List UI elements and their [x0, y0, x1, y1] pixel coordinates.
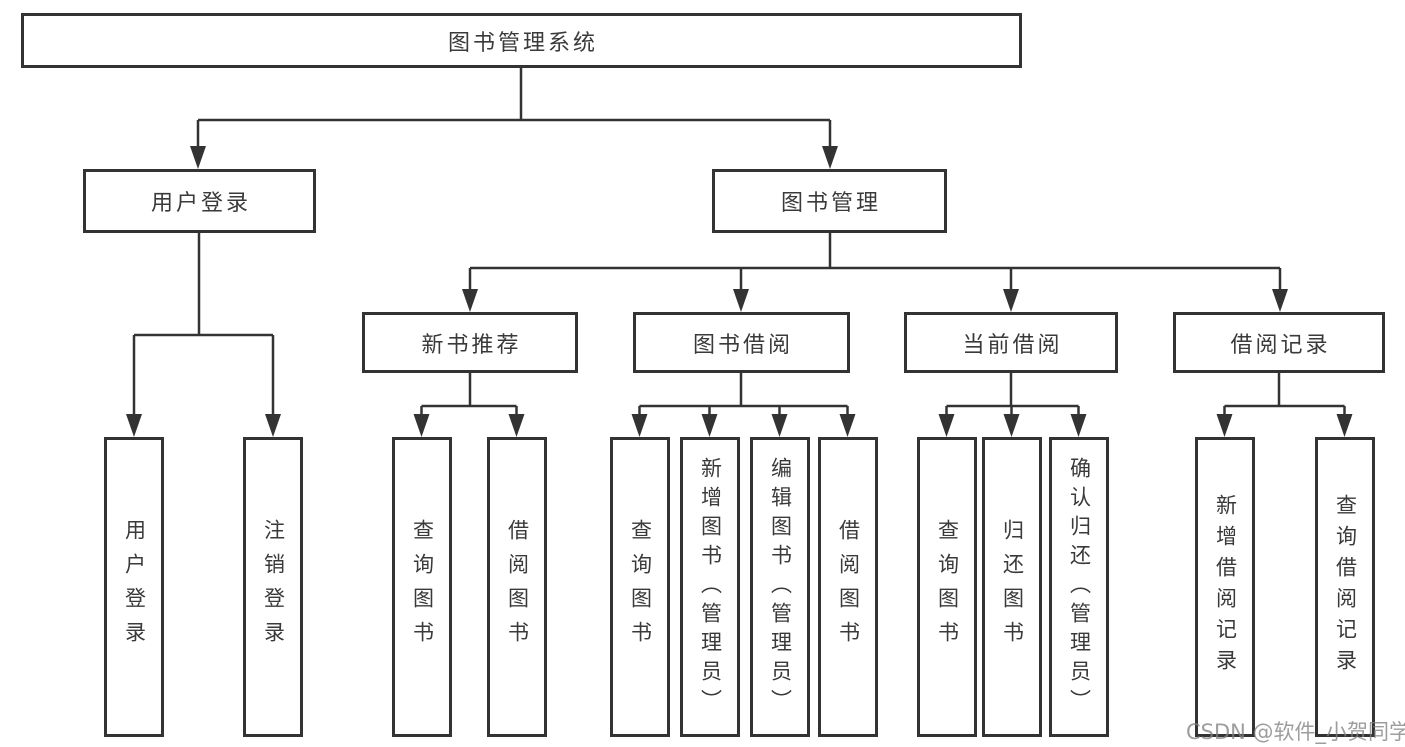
arrowhead-icon [733, 289, 749, 312]
leaf-return-books-label: 归还图书 [1000, 519, 1025, 655]
leaf-confirm-return-admin: 确认归还（管理员） [1049, 437, 1109, 737]
arrowhead-icon [1272, 289, 1288, 312]
node-user-login: 用户登录 [83, 169, 316, 233]
arrowhead-icon [190, 146, 206, 169]
arrowhead-icon [1070, 414, 1087, 437]
node-book-borrow: 图书借阅 [633, 312, 850, 373]
connector-newbooks-to-leaves [420, 373, 518, 416]
arrowhead-icon [1216, 414, 1233, 437]
csdn-watermark: CSDN @软件_小贺同学 [1186, 720, 1405, 744]
leaf-return-books: 归还图书 [982, 437, 1042, 737]
node-new-book-recommend: 新书推荐 [362, 312, 578, 373]
leaf-logout-label: 注销登录 [261, 519, 286, 655]
leaf-borrow-books-label: 借阅图书 [836, 519, 861, 655]
connector-userlogin-to-leaves [132, 233, 275, 416]
leaf-borrow-query-books-label: 查询图书 [628, 519, 653, 655]
node-root-system: 图书管理系统 [21, 13, 1022, 68]
arrowhead-icon [1003, 289, 1019, 312]
leaf-newbooks-query-books: 查询图书 [392, 437, 452, 737]
leaf-borrow-query-books: 查询图书 [610, 437, 670, 737]
arrowhead-icon [1336, 414, 1353, 437]
leaf-add-borrow-record: 新增借阅记录 [1195, 437, 1255, 737]
node-borrow-records-label: 借阅记录 [1230, 332, 1331, 358]
node-current-borrow-label: 当前借阅 [962, 332, 1063, 358]
arrowhead-icon [938, 414, 955, 437]
arrowhead-icon [413, 414, 430, 437]
node-book-management-label: 图书管理 [780, 191, 881, 216]
node-current-borrow: 当前借阅 [904, 312, 1118, 373]
arrowhead-icon [508, 414, 525, 437]
leaf-query-borrow-record: 查询借阅记录 [1315, 437, 1375, 737]
node-user-login-label: 用户登录 [150, 191, 251, 216]
arrowhead-icon [822, 146, 838, 169]
arrowheads [126, 146, 1353, 437]
connector-root-to-level1 [196, 68, 832, 148]
arrowhead-icon [462, 289, 478, 312]
leaf-user-login-label: 用户登录 [122, 519, 147, 655]
leaf-current-query-books-label: 查询图书 [935, 519, 960, 655]
arrowhead-icon [1003, 414, 1020, 437]
leaf-edit-books-admin-label: 编辑图书（管理员） [768, 456, 793, 718]
leaf-user-login: 用户登录 [104, 437, 164, 737]
node-book-borrow-label: 图书借阅 [692, 332, 793, 358]
connector-bookborrow-to-leaves [638, 373, 849, 416]
connector-currentborrow-to-leaves [945, 373, 1080, 416]
arrowhead-icon [839, 414, 856, 437]
node-new-book-recommend-label: 新书推荐 [421, 332, 522, 358]
node-root-label: 图书管理系统 [447, 30, 598, 56]
leaf-confirm-return-admin-label: 确认归还（管理员） [1067, 456, 1092, 718]
arrowhead-icon [265, 414, 281, 437]
leaf-add-books-admin: 新增图书（管理员） [680, 437, 740, 737]
leaf-borrow-books: 借阅图书 [818, 437, 878, 737]
leaf-query-borrow-record-label: 查询借阅记录 [1333, 494, 1358, 680]
leaf-newbooks-query-books-label: 查询图书 [410, 519, 435, 655]
arrowhead-icon [631, 414, 648, 437]
arrowhead-icon [771, 414, 788, 437]
leaf-add-books-admin-label: 新增图书（管理员） [698, 456, 723, 718]
connector-records-to-leaves [1223, 373, 1346, 416]
arrowhead-icon [701, 414, 718, 437]
node-book-management: 图书管理 [712, 169, 947, 233]
leaf-newbooks-borrow-books-label: 借阅图书 [505, 519, 530, 655]
leaf-current-query-books: 查询图书 [917, 437, 977, 737]
leaf-edit-books-admin: 编辑图书（管理员） [750, 437, 810, 737]
arrowhead-icon [126, 414, 142, 437]
leaf-add-borrow-record-label: 新增借阅记录 [1213, 494, 1238, 680]
node-borrow-records: 借阅记录 [1173, 312, 1385, 373]
leaf-logout: 注销登录 [243, 437, 303, 737]
connector-bookmgmt-to-level2 [468, 233, 1282, 291]
connector-strokes [132, 68, 1346, 416]
leaf-newbooks-borrow-books: 借阅图书 [487, 437, 547, 737]
